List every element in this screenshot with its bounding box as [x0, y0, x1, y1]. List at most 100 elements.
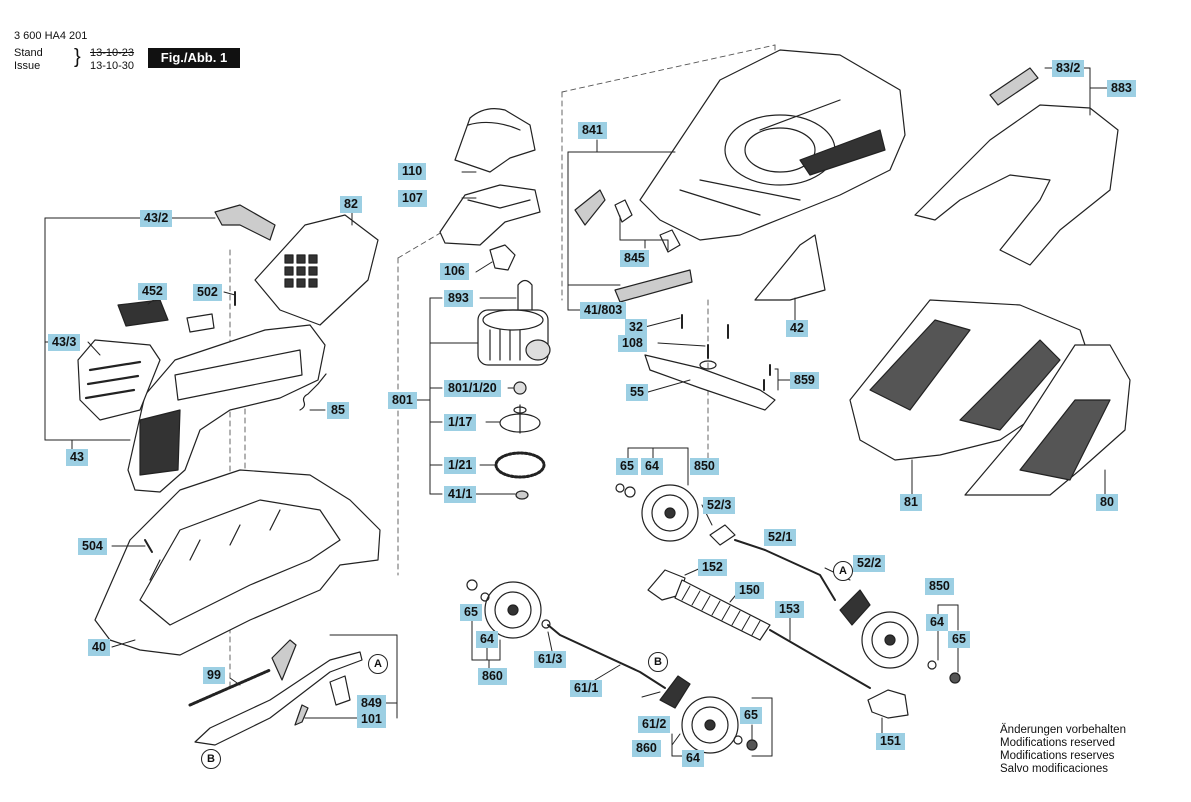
part-callout: 504: [78, 538, 107, 555]
pulley-part: [499, 404, 541, 434]
part-callout: 452: [138, 283, 167, 300]
wheel-nut-part: [615, 483, 625, 493]
part-callout: 65: [948, 631, 970, 648]
bushing-part: [515, 490, 529, 500]
end-cap-part: [867, 689, 909, 719]
issue-label: Issue: [14, 60, 41, 72]
wheel-bushing-part: [709, 524, 736, 546]
part-callout: 64: [476, 631, 498, 648]
bearing-part: [513, 381, 527, 395]
part-callout: 849: [357, 695, 386, 712]
roller-rod-part: [769, 629, 871, 689]
front-grille-part: [77, 339, 161, 421]
modification-notes: Änderungen vorbehalten Modifications res…: [1000, 724, 1126, 776]
part-callout: 151: [876, 733, 905, 750]
part-callout: 859: [790, 372, 819, 389]
leader-lines: [44, 67, 1108, 757]
lever-clip-part: [294, 704, 309, 726]
part-callout: 860: [478, 668, 507, 685]
part-callout: 83/2: [1052, 60, 1085, 77]
reference-marker-a: A: [833, 561, 853, 581]
part-callout: 850: [690, 458, 719, 475]
deck-clip-part: [659, 229, 681, 253]
grass-box-lid-part: [914, 67, 1119, 266]
side-guide-part: [574, 189, 606, 226]
reference-marker-b: B: [201, 749, 221, 769]
part-callout: 850: [925, 578, 954, 595]
cable-clamp-part: [517, 279, 533, 311]
part-callout: 32: [625, 319, 647, 336]
part-callout: 65: [616, 458, 638, 475]
part-callout: 801/1/20: [444, 380, 501, 397]
wheel-washer-part: [733, 735, 743, 745]
deflector-part: [754, 234, 826, 301]
part-callout: 845: [620, 250, 649, 267]
wheel-washer-part: [927, 660, 937, 670]
wheel-part: [484, 581, 542, 639]
part-callout: 52/1: [764, 529, 797, 546]
spring-part: [299, 373, 327, 411]
part-callout: 43/2: [140, 210, 173, 227]
note-english: Modifications reserved: [1000, 737, 1116, 749]
axle-bushing-part: [541, 619, 551, 629]
part-callout: 43/3: [48, 334, 81, 351]
part-callout: 110: [398, 163, 427, 180]
wheel-nut-part: [949, 672, 961, 684]
reference-marker-b: B: [648, 652, 668, 672]
grass-box-cover-part: [454, 108, 536, 173]
lever-bracket-part: [329, 675, 351, 706]
deck-clip-part: [614, 199, 633, 223]
part-callout: 801: [388, 392, 417, 409]
wheel-part: [641, 484, 699, 542]
wheel-nut-part: [466, 579, 478, 591]
stand-label: Stand: [14, 47, 43, 59]
part-callout: 64: [641, 458, 663, 475]
part-callout: 52/2: [853, 555, 886, 572]
part-callout: 841: [578, 122, 607, 139]
issue-date: 13-10-30: [90, 60, 135, 72]
note-german: Änderungen vorbehalten: [1000, 724, 1126, 736]
blade-part: [644, 354, 776, 411]
part-callout: 85: [327, 402, 349, 419]
height-bracket-part: [839, 589, 871, 626]
part-callout: 502: [193, 284, 222, 301]
motor-part: [477, 309, 551, 366]
rear-roller-part: [674, 579, 771, 641]
part-callout: 107: [398, 190, 427, 207]
reference-marker-a: A: [368, 654, 388, 674]
wheel-part: [681, 696, 739, 754]
wheel-washer-part: [624, 486, 636, 498]
axle-part: [734, 539, 836, 601]
upper-housing-part: [127, 324, 326, 493]
front-axle-part: [547, 624, 666, 689]
header-brace: }: [74, 46, 81, 68]
part-callout: 106: [440, 263, 469, 280]
grass-comb-part: [614, 269, 693, 303]
part-callout: 99: [203, 667, 225, 684]
part-callout: 42: [786, 320, 808, 337]
part-callout: 40: [88, 639, 110, 656]
part-callout: 150: [735, 582, 764, 599]
wheel-washer-part: [480, 592, 490, 602]
figure-label: Fig./Abb. 1: [148, 48, 240, 68]
washer-part: [699, 360, 717, 370]
part-callout: 108: [618, 335, 647, 352]
front-bracket-part: [659, 675, 691, 709]
part-callout: 883: [1107, 80, 1136, 97]
note-french: Modifications reserves: [1000, 750, 1115, 762]
part-callout: 152: [698, 559, 727, 576]
part-callout: 61/1: [570, 680, 603, 697]
part-callout: 61/3: [534, 651, 567, 668]
part-callout: 101: [357, 711, 386, 728]
wheel-part: [861, 611, 919, 669]
part-callout: 80: [1096, 494, 1118, 511]
part-callout: 65: [740, 707, 762, 724]
part-callout: 55: [626, 384, 648, 401]
handle-insert-part: [439, 184, 541, 246]
brand-plate-part: [117, 299, 169, 327]
note-spanish: Salvo modificaciones: [1000, 763, 1109, 775]
part-callout: 41/803: [580, 302, 627, 319]
control-cover-part: [254, 214, 379, 326]
part-callout: 64: [682, 750, 704, 767]
